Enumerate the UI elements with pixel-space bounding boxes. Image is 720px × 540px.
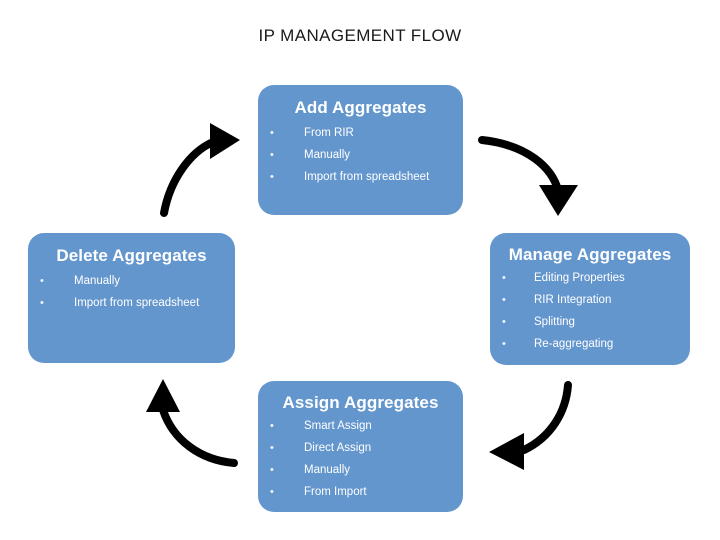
page-title: IP MANAGEMENT FLOW bbox=[258, 26, 462, 45]
stage-item-list: • From RIR • Manually • Import from spre… bbox=[258, 122, 463, 188]
stage-item-list: • Smart Assign • Direct Assign • Manuall… bbox=[258, 415, 463, 503]
list-item-label: From RIR bbox=[304, 127, 354, 139]
stage-manage-aggregates[interactable]: Manage Aggregates • Editing Properties •… bbox=[490, 233, 690, 365]
list-item-label: Import from spreadsheet bbox=[74, 297, 200, 309]
list-item-label: Re-aggregating bbox=[534, 338, 614, 350]
list-item-label: From Import bbox=[304, 486, 367, 498]
list-item: • Splitting bbox=[490, 311, 690, 333]
stage-title: Add Aggregates bbox=[294, 98, 427, 117]
list-item: • Smart Assign bbox=[258, 415, 463, 437]
arrow-delete-to-add bbox=[160, 123, 240, 217]
list-item: • Manually bbox=[258, 459, 463, 481]
list-item-label: Smart Assign bbox=[304, 420, 372, 432]
bullet-icon: • bbox=[270, 464, 274, 476]
list-item: • From RIR bbox=[258, 122, 463, 144]
stage-title: Assign Aggregates bbox=[282, 393, 439, 412]
list-item: • Re-aggregating bbox=[490, 333, 690, 355]
list-item: • Import from spreadsheet bbox=[258, 166, 463, 188]
list-item-label: Import from spreadsheet bbox=[304, 171, 430, 183]
bullet-icon: • bbox=[270, 442, 274, 454]
arrow-assign-to-delete bbox=[146, 379, 238, 467]
list-item-label: RIR Integration bbox=[534, 294, 612, 306]
stage-add-aggregates[interactable]: Add Aggregates • From RIR • Manually • I… bbox=[258, 85, 463, 215]
bullet-icon: • bbox=[502, 294, 506, 306]
list-item: • From Import bbox=[258, 481, 463, 503]
stage-assign-aggregates[interactable]: Assign Aggregates • Smart Assign • Direc… bbox=[258, 381, 463, 512]
arrow-manage-to-assign bbox=[489, 381, 572, 470]
bullet-icon: • bbox=[270, 127, 274, 139]
bullet-icon: • bbox=[270, 486, 274, 498]
list-item: • Manually bbox=[258, 144, 463, 166]
stage-title: Delete Aggregates bbox=[56, 246, 207, 265]
list-item-label: Manually bbox=[74, 275, 121, 287]
stage-delete-aggregates[interactable]: Delete Aggregates • Manually • Import fr… bbox=[28, 233, 235, 363]
bullet-icon: • bbox=[40, 297, 44, 309]
bullet-icon: • bbox=[270, 420, 274, 432]
list-item: • Import from spreadsheet bbox=[28, 292, 235, 314]
list-item: • RIR Integration bbox=[490, 289, 690, 311]
list-item: • Manually bbox=[28, 270, 235, 292]
arrow-add-to-manage bbox=[478, 136, 578, 216]
stage-title: Manage Aggregates bbox=[508, 245, 672, 264]
list-item: • Direct Assign bbox=[258, 437, 463, 459]
bullet-icon: • bbox=[40, 275, 44, 287]
bullet-icon: • bbox=[502, 338, 506, 350]
list-item-label: Editing Properties bbox=[534, 272, 625, 284]
list-item-label: Manually bbox=[304, 149, 351, 161]
list-item-label: Manually bbox=[304, 464, 351, 476]
list-item-label: Direct Assign bbox=[304, 442, 372, 454]
bullet-icon: • bbox=[270, 149, 274, 161]
stage-item-list: • Editing Properties • RIR Integration •… bbox=[490, 267, 690, 355]
list-item-label: Splitting bbox=[534, 316, 575, 328]
stage-item-list: • Manually • Import from spreadsheet bbox=[28, 270, 235, 314]
bullet-icon: • bbox=[502, 316, 506, 328]
list-item: • Editing Properties bbox=[490, 267, 690, 289]
bullet-icon: • bbox=[502, 272, 506, 284]
bullet-icon: • bbox=[270, 171, 274, 183]
